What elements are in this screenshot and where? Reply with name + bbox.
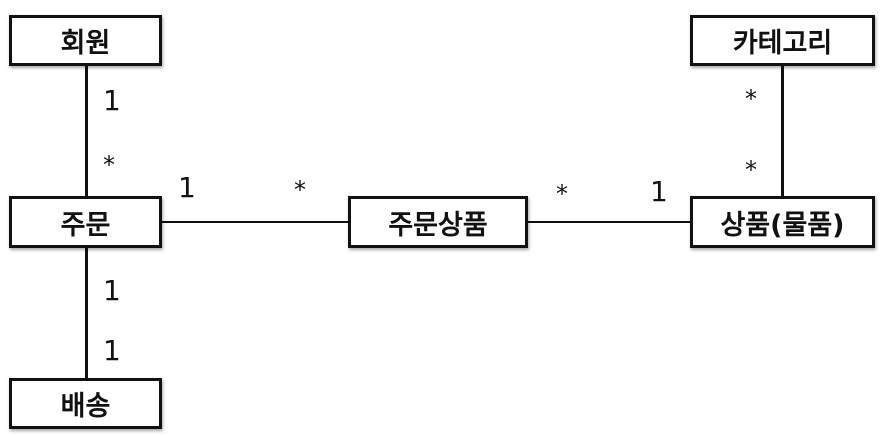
multiplicity-label: * [294, 176, 306, 204]
multiplicity-label: 1 [103, 274, 121, 307]
multiplicity-label: * [556, 180, 568, 208]
entity-delivery: 배송 [9, 378, 162, 429]
entity-member: 회원 [9, 15, 162, 66]
entity-item: 상품(물품) [690, 196, 875, 248]
multiplicity-label: * [745, 85, 757, 113]
multiplicity-label: * [103, 151, 115, 179]
multiplicity-label: 1 [650, 175, 668, 208]
order-delivery-line [85, 248, 88, 378]
orderitem-item-line [528, 221, 690, 223]
order-orderitem-line [162, 221, 348, 223]
entity-order-item: 주문상품 [348, 196, 528, 248]
multiplicity-label: 1 [178, 171, 196, 204]
entity-order: 주문 [9, 196, 162, 248]
multiplicity-label: * [745, 156, 757, 184]
multiplicity-label: 1 [103, 84, 121, 117]
entity-category: 카테고리 [690, 15, 875, 66]
category-item-line [781, 66, 784, 196]
member-order-line [85, 66, 88, 196]
multiplicity-label: 1 [103, 334, 121, 367]
